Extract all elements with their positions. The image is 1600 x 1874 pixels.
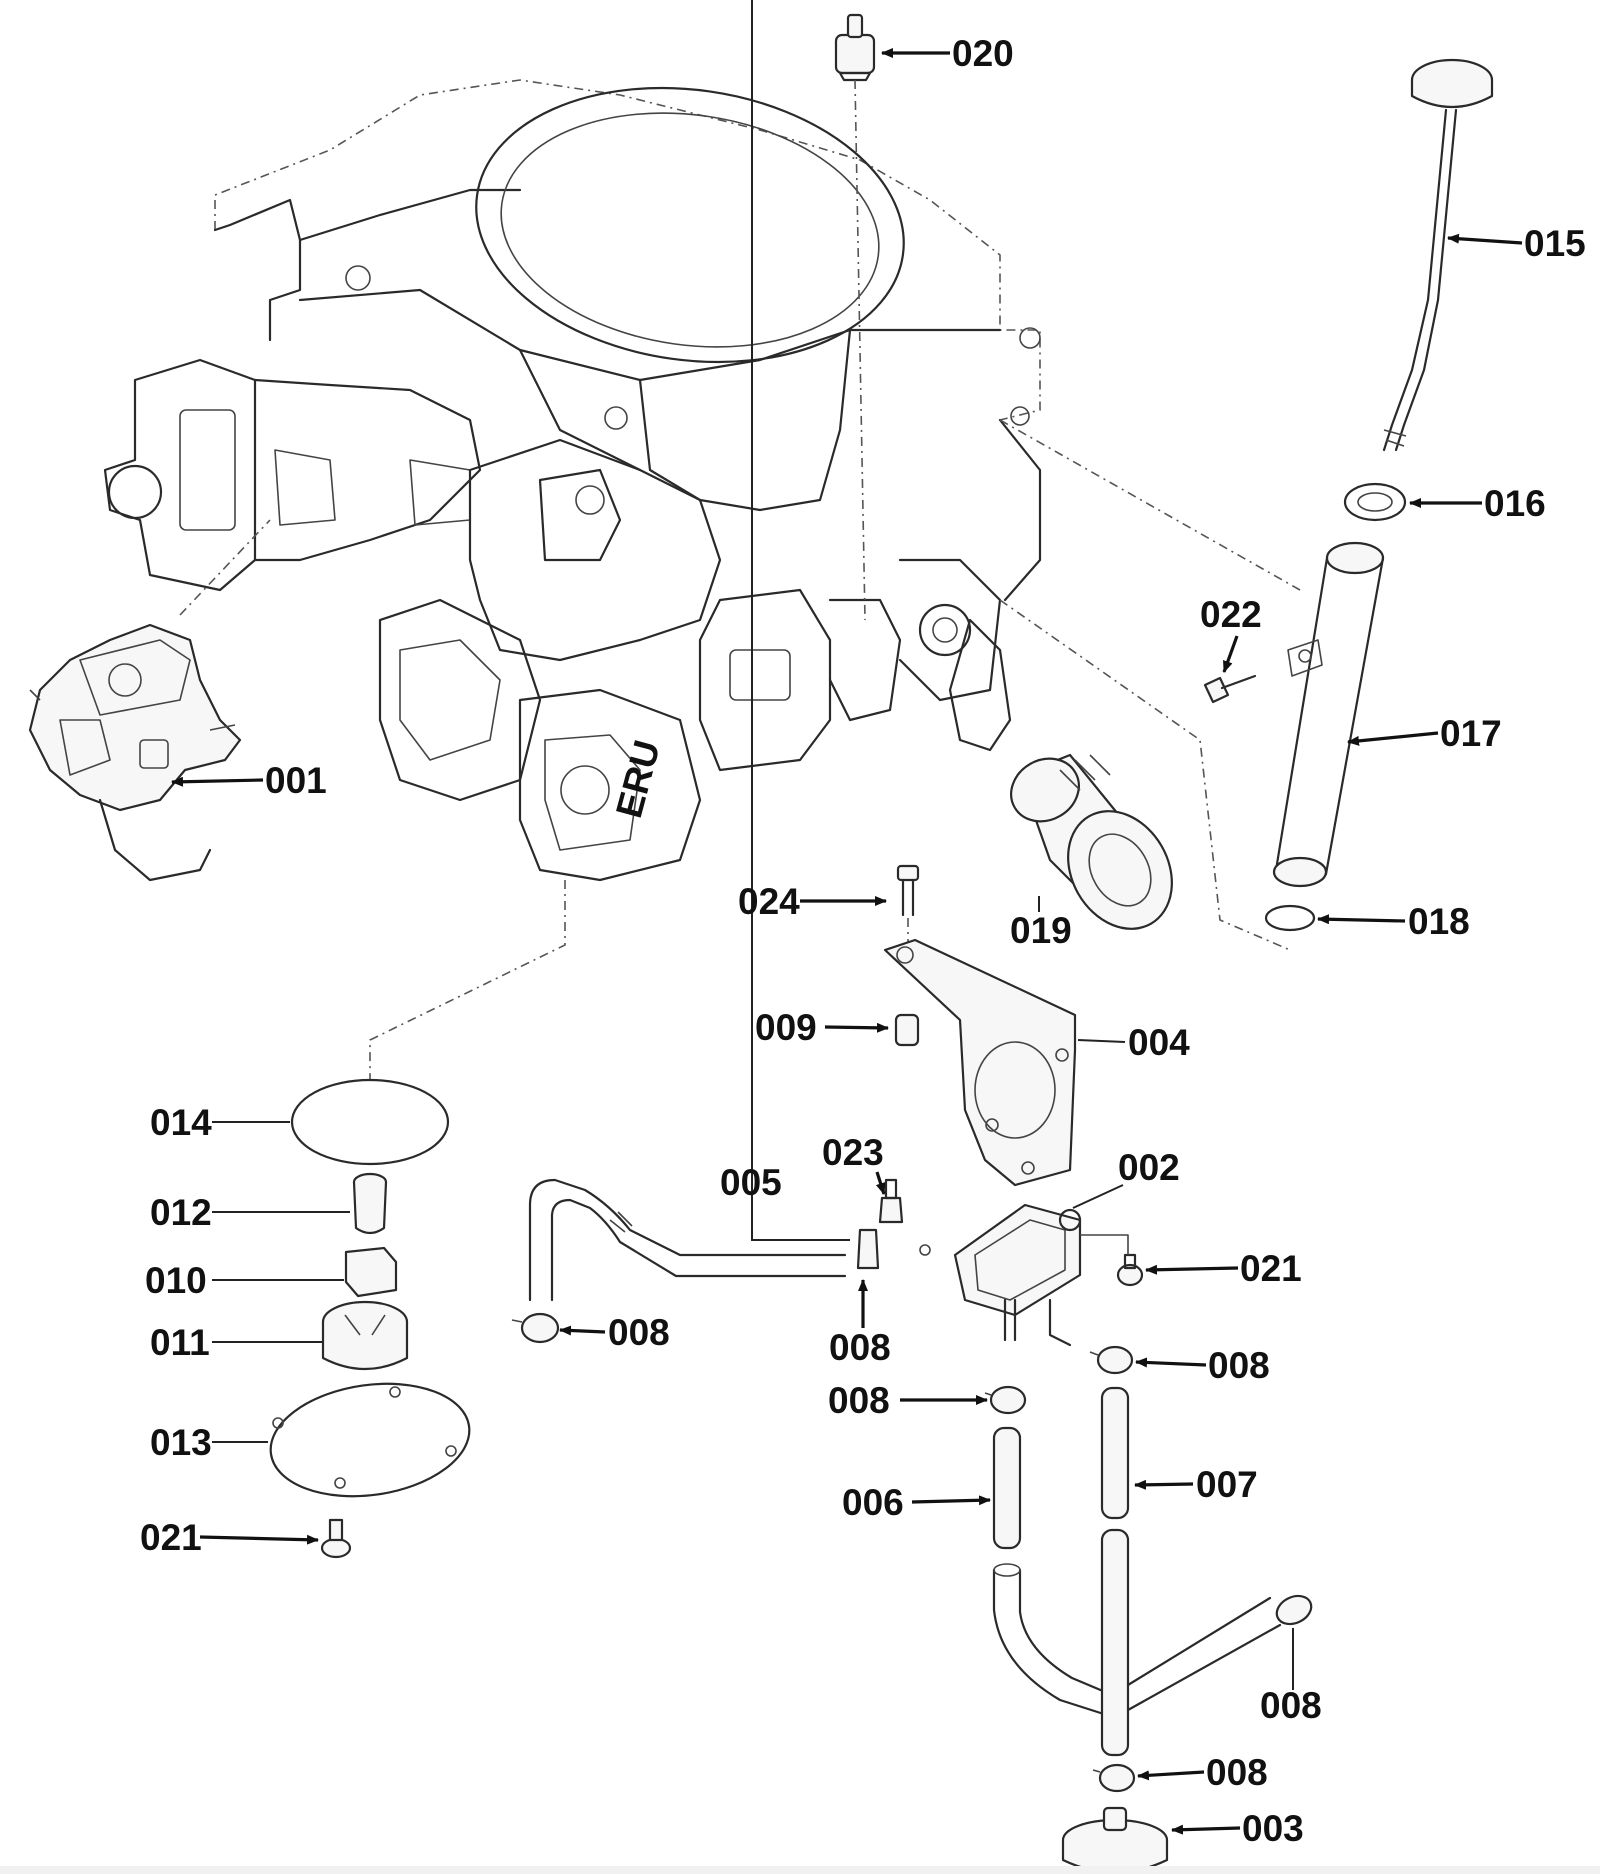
screw-023 — [878, 1178, 904, 1224]
callout-006: 006 — [842, 1482, 904, 1523]
callout-008-pump-left: 008 — [828, 1380, 890, 1421]
fuel-filter-003 — [1061, 1806, 1169, 1874]
callout-016: 016 — [1484, 483, 1546, 524]
o-ring-018 — [1264, 904, 1316, 932]
fuel-hose-005 — [528, 1178, 847, 1302]
callout-019: 019 — [1010, 910, 1072, 951]
callout-021-left: 021 — [140, 1517, 202, 1558]
fuel-hose-007 — [1100, 1386, 1282, 1757]
callout-023: 023 — [822, 1132, 884, 1173]
callout-labels: 020 015 016 022 017 001 024 018 019 009 … — [140, 33, 1586, 1849]
part-010 — [344, 1246, 398, 1298]
callout-008-bottom: 008 — [1206, 1752, 1268, 1793]
callout-020: 020 — [952, 33, 1014, 74]
hose-clamp-008-tank — [1275, 1594, 1313, 1626]
callout-001: 001 — [265, 760, 327, 801]
screw-021-left — [320, 1518, 352, 1559]
callout-017: 017 — [1440, 713, 1502, 754]
callout-008-center: 008 — [829, 1327, 891, 1368]
top-fitting — [834, 13, 876, 621]
hose-clamp-008-pump-left — [984, 1385, 1027, 1415]
o-ring-014 — [290, 1078, 450, 1166]
dipstick — [1382, 58, 1494, 452]
callout-008-pump-right: 008 — [1208, 1345, 1270, 1386]
callout-009: 009 — [755, 1007, 817, 1048]
hose-clamp-008-pump-right — [1089, 1345, 1134, 1375]
callout-012: 012 — [150, 1192, 212, 1233]
bolt-024 — [896, 864, 920, 945]
callout-005: 005 — [720, 1162, 782, 1203]
callout-014: 014 — [150, 1102, 212, 1143]
bolt-022 — [1203, 674, 1257, 704]
callout-004: 004 — [1128, 1022, 1190, 1063]
callout-007: 007 — [1196, 1464, 1258, 1505]
callout-003: 003 — [1242, 1808, 1304, 1849]
screw-021-right — [1080, 1234, 1144, 1287]
washer-016 — [1343, 482, 1407, 522]
spacer-009 — [894, 1013, 920, 1047]
callout-021-right: 021 — [1240, 1248, 1302, 1289]
part-011 — [321, 1300, 409, 1371]
hose-clamp-008-left — [511, 1312, 560, 1344]
fuel-hose-006 — [992, 1426, 1112, 1718]
callout-008-left: 008 — [608, 1312, 670, 1353]
callout-022: 022 — [1200, 594, 1262, 635]
housing-logo-text: ERU — [608, 736, 668, 822]
bottom-border — [0, 1866, 1600, 1874]
callout-015: 015 — [1524, 223, 1586, 264]
callout-011: 011 — [150, 1322, 210, 1363]
fuel-pump-bracket — [883, 938, 1077, 1187]
oil-filter — [1010, 753, 1173, 930]
oil-fill-tube — [1272, 541, 1385, 888]
callout-008-tank: 008 — [1260, 1685, 1322, 1726]
leader-lines — [171, 0, 1523, 1835]
fuel-pump — [953, 1203, 1082, 1347]
gasket-013 — [269, 1382, 471, 1498]
carburetor — [28, 623, 242, 882]
callout-013: 013 — [150, 1422, 212, 1463]
callout-010: 010 — [145, 1260, 207, 1301]
callout-024: 024 — [738, 881, 800, 922]
callout-002: 002 — [1118, 1147, 1180, 1188]
part-012 — [352, 1172, 388, 1235]
hose-clamp-008-bottom — [1092, 1763, 1136, 1793]
callout-018: 018 — [1408, 901, 1470, 942]
hose-clamp-008-center — [856, 1228, 931, 1270]
